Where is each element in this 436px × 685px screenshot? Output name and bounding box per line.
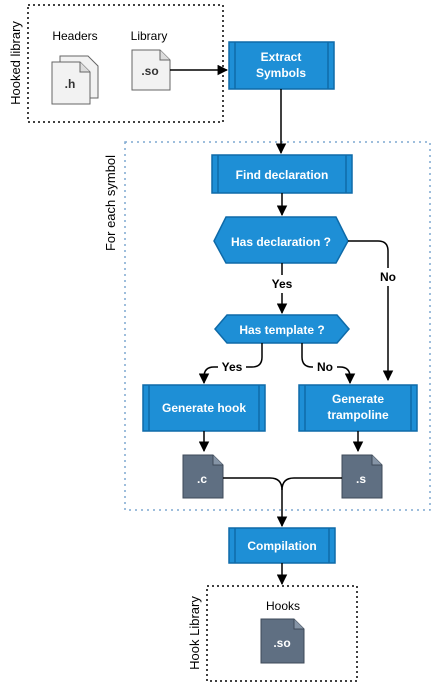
- has-template-text: Has template ?: [239, 323, 324, 337]
- hooks-label: Hooks: [266, 599, 300, 613]
- no-declaration-bg: [376, 268, 400, 286]
- generate-trampoline-line1: Generate: [332, 392, 384, 406]
- library-ext: .so: [141, 64, 158, 78]
- yes-template-label: Yes: [222, 360, 243, 374]
- hooks-file-ext: .so: [273, 636, 290, 650]
- yes-declaration-bg: [268, 275, 296, 293]
- generate-trampoline-line2: trampoline: [327, 408, 389, 422]
- no-template-label: No: [317, 360, 333, 374]
- has-template-node: [214, 314, 350, 344]
- generate-trampoline-node: [298, 384, 418, 432]
- hook-library-label: Hook Library: [187, 596, 202, 670]
- edge-s-to-compilation: [281, 477, 342, 491]
- edge-hasdecl-no: [348, 240, 394, 382]
- library-label: Library: [131, 29, 168, 43]
- library-file-icon: [131, 49, 171, 91]
- no-declaration-label: No: [380, 270, 396, 284]
- extract-symbols-line2: Symbols: [256, 66, 306, 80]
- hooks-file-icon: [260, 618, 305, 664]
- find-declaration-text: Find declaration: [236, 168, 329, 182]
- generate-hook-node: [142, 384, 266, 432]
- generate-hook-text: Generate hook: [162, 401, 246, 415]
- headers-ext: .h: [65, 77, 76, 91]
- s-file-icon: [341, 454, 383, 499]
- headers-label: Headers: [52, 29, 97, 43]
- hooked-library-label: Hooked library: [8, 21, 23, 105]
- find-declaration-node: [211, 154, 353, 194]
- yes-template-bg: [218, 358, 246, 376]
- no-template-bg: [313, 358, 337, 376]
- has-declaration-text: Has declaration ?: [231, 235, 331, 249]
- headers-file-icon: [51, 55, 99, 105]
- hook-library-group: [206, 585, 358, 682]
- c-file-ext: .c: [197, 472, 207, 486]
- extract-symbols-line1: Extract: [261, 50, 302, 64]
- edge-c-to-compilation: [223, 477, 288, 528]
- hooked-library-group: [27, 4, 224, 123]
- c-file-icon: [182, 454, 224, 499]
- compilation-text: Compilation: [247, 539, 316, 553]
- yes-declaration-label: Yes: [272, 277, 293, 291]
- for-each-symbol-label: For each symbol: [103, 155, 118, 251]
- has-declaration-node: [213, 216, 349, 264]
- s-file-ext: .s: [356, 472, 366, 486]
